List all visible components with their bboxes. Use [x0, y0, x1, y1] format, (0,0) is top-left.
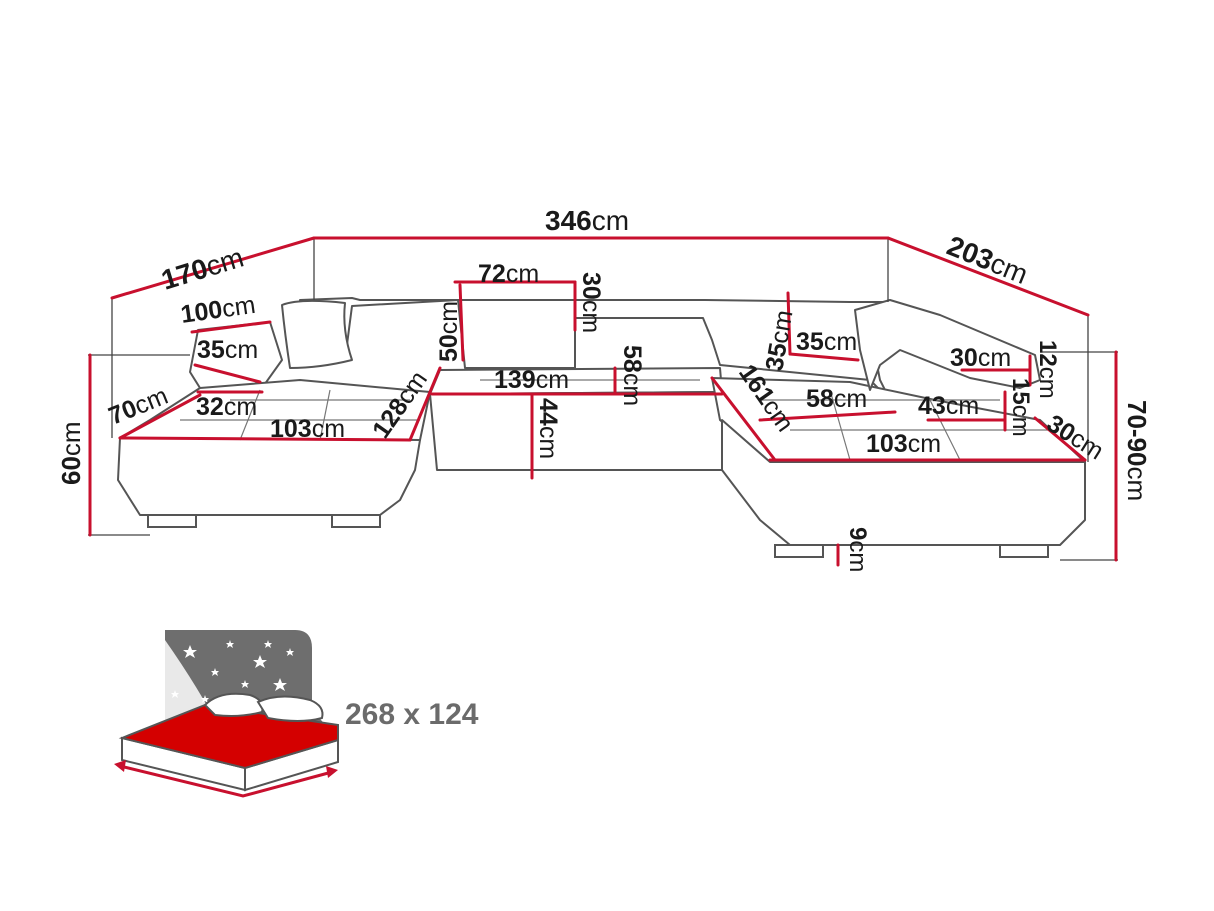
dim-line-30-side	[1033, 416, 1087, 462]
dim-label-44: 44cm	[534, 398, 562, 459]
dim-line-70	[118, 393, 202, 440]
sleeping-area-icon: 268 x 124	[114, 630, 479, 798]
dim-label-12: 12cm	[1034, 340, 1061, 399]
dim-label-9: 9cm	[844, 527, 871, 572]
dim-line-100	[190, 320, 272, 334]
dim-label-346: 346cm	[545, 205, 629, 236]
sofa-leg	[331, 514, 381, 528]
sofa-pillow	[281, 299, 353, 369]
dim-label-58-right: 58cm	[806, 385, 867, 413]
dim-line-58-right	[758, 410, 897, 422]
dim-line-50	[458, 283, 465, 362]
sofa-outline	[117, 297, 1086, 558]
dim-line-35-right-d	[788, 352, 860, 362]
dim-label-203: 203cm	[943, 230, 1033, 290]
bed-width-arrowhead	[114, 760, 126, 772]
dim-label-60: 60cm	[56, 421, 86, 485]
sofa-leg	[774, 544, 824, 558]
dim-label-35-right-d: 35cm	[796, 328, 857, 356]
dim-line-35-left	[193, 363, 262, 384]
dim-label-30-arm: 30cm	[950, 344, 1011, 372]
dim-line-128	[408, 366, 442, 442]
dim-label-100: 100cm	[179, 291, 257, 329]
dim-line-103-left	[118, 436, 412, 442]
dim-label-32: 32cm	[196, 393, 257, 421]
dim-label-30-head: 30cm	[577, 272, 605, 333]
dim-label-35-right-h: 35cm	[760, 308, 798, 373]
dim-label-50: 50cm	[435, 301, 463, 362]
dim-line-203	[886, 236, 1090, 317]
bed-width-arrow	[119, 764, 333, 798]
bed-pillow	[256, 695, 324, 722]
dim-label-103-right: 103cm	[866, 430, 941, 458]
dim-label-35-left: 35cm	[197, 336, 258, 364]
sleeping-area-label: 268 x 124	[345, 698, 479, 731]
dim-label-103-left: 103cm	[270, 415, 345, 443]
dim-label-15: 15cm	[1007, 378, 1034, 437]
sofa-tufting	[180, 379, 1050, 461]
sofa-leg	[999, 544, 1049, 558]
sofa-right-armrest	[854, 299, 1041, 391]
sofa-left-base	[117, 437, 421, 516]
sofa-middle-seat	[429, 367, 723, 395]
dimension-lines	[88, 236, 1118, 567]
sofa-right-base	[721, 419, 1086, 546]
dimension-labels: 346cm 170cm 203cm 60cm 70-90cm 100cm 35c…	[56, 205, 1152, 572]
dim-label-139: 139cm	[494, 366, 569, 394]
dim-line-161	[710, 376, 777, 462]
dim-label-43: 43cm	[918, 392, 979, 420]
dim-label-170: 170cm	[158, 242, 247, 296]
extension-lines	[88, 238, 1118, 561]
sofa-middle-front	[429, 391, 723, 471]
dim-label-58-mid: 58cm	[618, 345, 646, 406]
bed-width-arrowhead	[326, 766, 338, 778]
dim-label-72: 72cm	[478, 260, 539, 288]
dim-line-35-right-h	[786, 291, 792, 356]
dim-label-70-90: 70-90cm	[1122, 400, 1152, 501]
dim-line-170	[110, 236, 316, 300]
sofa-leg	[147, 514, 197, 528]
